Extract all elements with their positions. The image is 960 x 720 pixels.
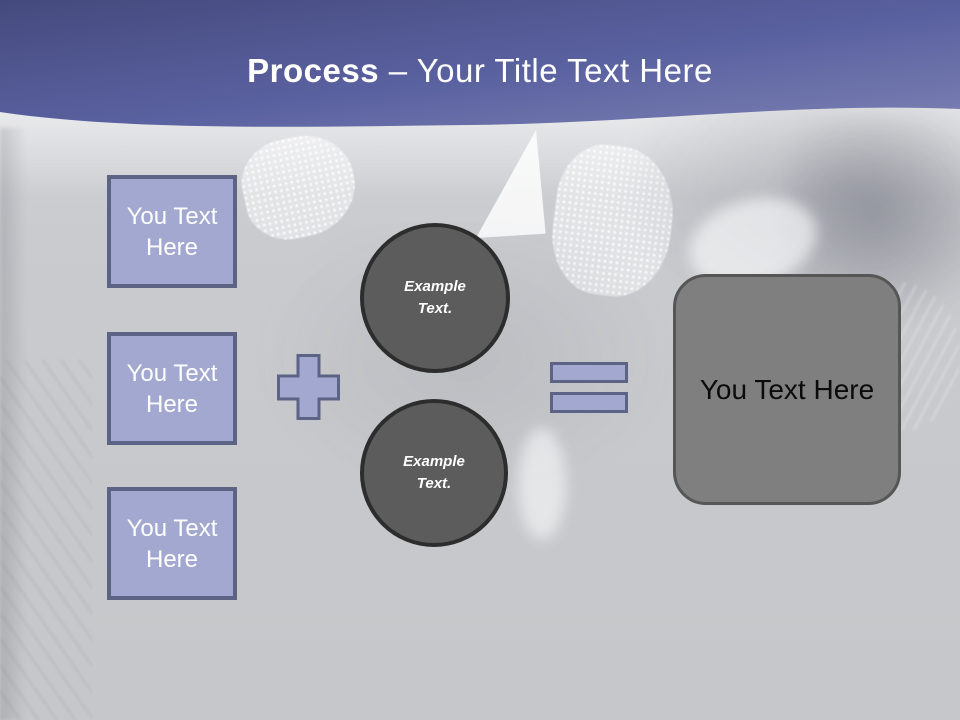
photo-left-shadow xyxy=(0,128,26,720)
photo-glove-mesh-left xyxy=(233,126,365,248)
example-circle-1[interactable]: Example Text. xyxy=(360,223,510,373)
example-circle-1-label: Example Text. xyxy=(404,278,466,317)
input-box-3[interactable]: You Text Here xyxy=(107,487,237,600)
equals-bar-bottom xyxy=(550,392,628,413)
equals-bar-top xyxy=(550,362,628,383)
input-box-2-label: You Text Here xyxy=(126,359,218,418)
title-banner xyxy=(0,0,960,127)
photo-white-triangle xyxy=(476,130,546,238)
input-box-1[interactable]: You Text Here xyxy=(107,175,237,288)
input-box-1-label: You Text Here xyxy=(126,202,218,261)
photo-left-texture xyxy=(0,360,92,720)
title-bold-text: Process xyxy=(247,52,380,89)
photo-boot-highlight xyxy=(518,428,566,540)
example-circle-2-label: Example Text. xyxy=(403,453,465,492)
banner-wave-shape xyxy=(0,0,960,127)
example-circle-2[interactable]: Example Text. xyxy=(360,399,508,547)
title-regular-text: – Your Title Text Here xyxy=(388,52,713,89)
plus-icon xyxy=(277,354,340,420)
input-box-3-label: You Text Here xyxy=(126,514,218,573)
input-box-2[interactable]: You Text Here xyxy=(107,332,237,445)
result-box[interactable]: You Text Here xyxy=(673,274,901,505)
slide-title-placeholder[interactable]: Process – Your Title Text Here xyxy=(0,52,960,90)
photo-glove-mesh-mid xyxy=(545,139,681,303)
result-box-label: You Text Here xyxy=(699,373,875,405)
equals-icon xyxy=(550,362,628,413)
